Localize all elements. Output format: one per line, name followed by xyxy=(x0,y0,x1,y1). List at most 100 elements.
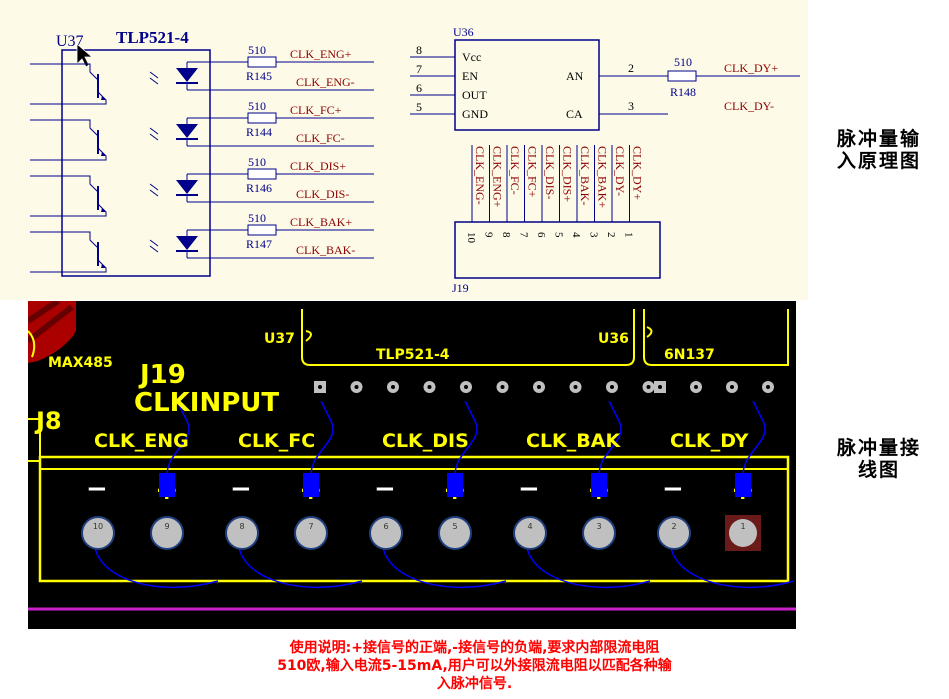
header-pad-hole xyxy=(658,385,662,389)
terminal-pad-number: 4 xyxy=(527,522,532,531)
header-pad-hole xyxy=(500,385,505,389)
header-pad-hole xyxy=(766,385,770,389)
max485-label: MAX485 xyxy=(48,355,113,371)
u37-pcb-part: TLP521-4 xyxy=(376,347,450,363)
terminal-pad xyxy=(225,516,259,550)
j19-net-label: CLK_FC+ xyxy=(526,146,540,198)
j19-pins: CLK_ENG-10CLK_ENG+9CLK_FC-8CLK_FC+7CLK_D… xyxy=(465,145,645,244)
channel-label-3: CLK_DIS xyxy=(382,430,469,452)
light-arrows-icon xyxy=(149,71,159,85)
minus-sign: − xyxy=(230,474,252,504)
channel-label-2: CLK_FC xyxy=(238,430,315,452)
j19-ref: J19 xyxy=(452,281,469,295)
light-arrows-icon xyxy=(149,127,159,141)
led-icon xyxy=(176,68,198,82)
emitter-arrow-icon xyxy=(101,152,106,156)
j19-net-label: CLK_DY+ xyxy=(631,146,645,200)
terminal-block xyxy=(38,455,790,583)
header-pad-hole xyxy=(573,385,578,389)
terminal-pad-number: 9 xyxy=(164,522,169,531)
j19-net-label: CLK_DIS+ xyxy=(561,146,575,202)
resistor-ref: R145 xyxy=(246,69,272,83)
j19-pcb-label: J19 xyxy=(138,360,186,390)
pcb-title-line-1: 脉冲量接 xyxy=(836,437,921,459)
resistor-value: 510 xyxy=(248,155,266,169)
j19-pin-number: 9 xyxy=(483,232,495,238)
led-leads xyxy=(187,173,210,203)
terminal-pad xyxy=(729,519,757,547)
emitter-arrow-icon xyxy=(101,264,106,268)
j19-pin-number: 10 xyxy=(465,232,477,244)
net-label: CLK_DIS+ xyxy=(290,159,346,173)
transistor-emitter xyxy=(62,259,107,273)
j19-pin-number: 8 xyxy=(500,232,512,238)
terminal-pad-number: 3 xyxy=(596,522,601,531)
u36-pin-number: 8 xyxy=(416,43,422,57)
terminal-pad-number: 5 xyxy=(452,522,457,531)
terminal-pad xyxy=(582,516,616,550)
j8-label: J8 xyxy=(34,407,62,435)
terminal-pad xyxy=(657,516,691,550)
j19-net-label: CLK_BAK- xyxy=(578,146,592,205)
pcb-panel: CLK_ENG−+109CLK_FC−+87CLK_DIS−+65CLK_BAK… xyxy=(28,301,796,629)
terminal-pad-number: 7 xyxy=(308,522,313,531)
schematic-title-line-2: 入原理图 xyxy=(836,150,921,172)
minus-sign: − xyxy=(374,474,396,504)
schematic-svg: U37 TLP521-4 510R145CLK_ENG+CLK_ENG-510R… xyxy=(30,25,800,295)
minus-sign: − xyxy=(662,474,684,504)
j19-pin-number: 6 xyxy=(535,232,547,238)
transistor-collector xyxy=(62,63,99,81)
net-label: CLK_DIS- xyxy=(296,187,349,201)
channel-label-4: CLK_BAK xyxy=(526,430,621,452)
j19-pin-number: 7 xyxy=(518,232,530,238)
transistor-collector xyxy=(62,231,99,249)
header-pad-hole xyxy=(318,385,322,389)
clkinput-label: CLKINPUT xyxy=(134,388,279,418)
light-arrows-icon xyxy=(149,239,159,253)
pcb-title-line-2: 线图 xyxy=(857,459,900,481)
pcb-title: 脉冲量接 线图 xyxy=(812,437,946,481)
resistor-r146 xyxy=(247,168,277,180)
u36-pcb-part: 6N137 xyxy=(664,347,715,363)
led-leads xyxy=(187,117,210,147)
schematic-title-line-1: 脉冲量输 xyxy=(836,128,921,150)
usage-line-2: 510欧,输入电流5-15mA,用户可以外接限流电阻以匹配各种输 xyxy=(277,658,672,674)
transistor-collector xyxy=(62,175,99,193)
j19-net-label: CLK_ENG+ xyxy=(491,146,505,208)
terminal-pad xyxy=(81,516,115,550)
net-label: CLK_BAK+ xyxy=(290,215,352,229)
net-label: CLK_DY- xyxy=(724,99,774,113)
header-pad-hole xyxy=(391,385,395,389)
resistor-value: 510 xyxy=(248,211,266,225)
resistor-r147 xyxy=(247,224,277,236)
resistor-value: 510 xyxy=(248,43,266,57)
channel-label-1: CLK_ENG xyxy=(94,430,189,452)
terminal-pad xyxy=(513,516,547,550)
cursor-icon xyxy=(76,43,94,68)
u37-pcb-ref: U37 xyxy=(264,331,295,347)
j19-net-label: CLK_BAK+ xyxy=(596,146,610,208)
resistor-ref: R146 xyxy=(246,181,272,195)
minus-sign: − xyxy=(86,474,108,504)
terminal-pad-number: 1 xyxy=(740,522,745,531)
plus-pad-trace xyxy=(303,473,319,497)
net-label: CLK_FC- xyxy=(296,131,345,145)
header-pad-hole xyxy=(427,385,432,389)
emitter-arrow-icon xyxy=(101,96,106,100)
transistor-collector xyxy=(62,119,99,137)
usage-instructions: 使用说明:+接信号的正端,-接信号的负端,要求内部限流电阻 510欧,输入电流5… xyxy=(0,639,949,693)
transistor-emitter xyxy=(62,91,107,105)
header-pad-hole xyxy=(537,385,541,389)
j19-net-label: CLK_DY- xyxy=(613,146,627,196)
j8-outline xyxy=(28,418,41,462)
u36-silkscreen xyxy=(643,309,789,366)
schematic-title: 脉冲量输 入原理图 xyxy=(812,128,946,172)
terminal-pad-number: 2 xyxy=(671,522,676,531)
resistor-ref: R148 xyxy=(670,85,696,99)
u37-silkscreen xyxy=(301,309,635,366)
terminal-pad-number: 10 xyxy=(93,522,103,531)
j19-net-label: CLK_DIS- xyxy=(543,146,557,199)
pcb-trace xyxy=(310,400,334,476)
header-pad-hole xyxy=(646,385,651,389)
